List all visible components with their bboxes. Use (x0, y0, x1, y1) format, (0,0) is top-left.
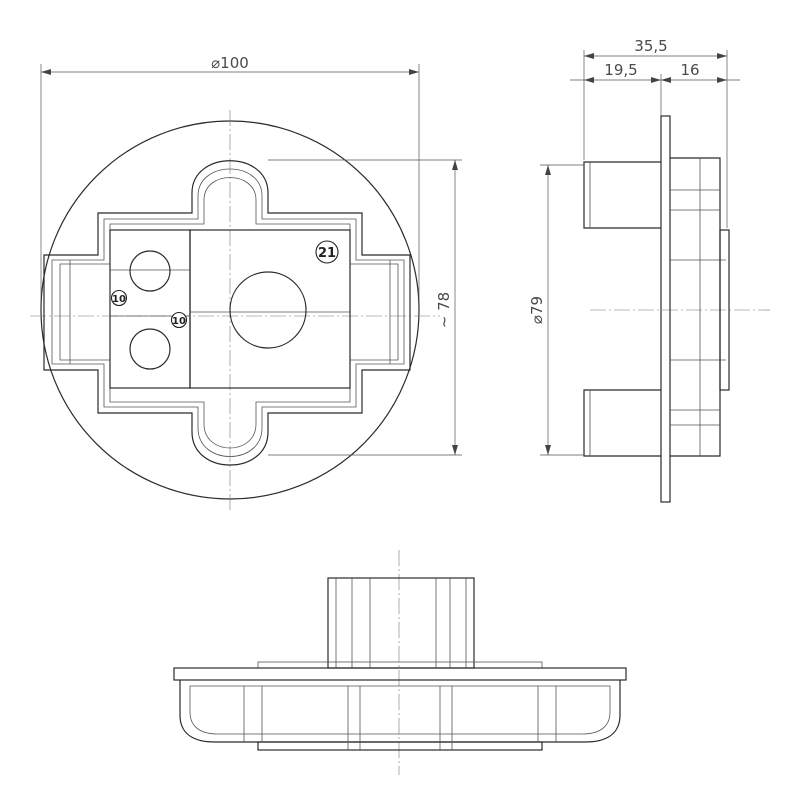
side-flange (660, 115, 671, 503)
small-hole-lower (129, 328, 171, 370)
bottom-body (179, 680, 621, 743)
bottom-flange (173, 667, 627, 681)
bottom-view (173, 550, 627, 775)
main-panel (189, 229, 351, 389)
cross-body-inner-2 (59, 177, 399, 449)
front-view: 10 10 21 ⌀100 ~ 78 (30, 54, 462, 510)
cross-body-outer (43, 160, 411, 466)
label-10-center: 10 (170, 311, 188, 329)
side-boss-upper (583, 161, 661, 229)
label-10-left: 10 (110, 289, 128, 307)
side-right-body (670, 157, 721, 457)
side-view: 35,5 19,5 16 ⌀79 (528, 37, 770, 503)
dim-diameter-100: ⌀100 (211, 54, 249, 72)
bottom-boss (327, 577, 475, 669)
svg-text:10: 10 (112, 294, 126, 305)
dim-total-35-5: 35,5 (634, 37, 667, 55)
boss-step (257, 661, 543, 669)
cross-body-inner (51, 168, 405, 457)
side-boss-lower (583, 389, 661, 457)
dim-part-16: 16 (680, 61, 699, 79)
left-panel (109, 229, 191, 389)
small-hole-upper (129, 250, 171, 292)
side-right-cap (719, 229, 730, 391)
dim-part-19-5: 19,5 (604, 61, 637, 79)
bottom-foot (257, 741, 543, 751)
dim-diameter-79: ⌀79 (528, 296, 546, 324)
svg-text:10: 10 (172, 316, 186, 327)
label-21: 21 (315, 240, 339, 264)
bottom-body-inner (189, 685, 611, 735)
large-hole (229, 271, 307, 349)
dim-height-78: ~ 78 (435, 292, 453, 328)
svg-text:21: 21 (318, 246, 336, 261)
